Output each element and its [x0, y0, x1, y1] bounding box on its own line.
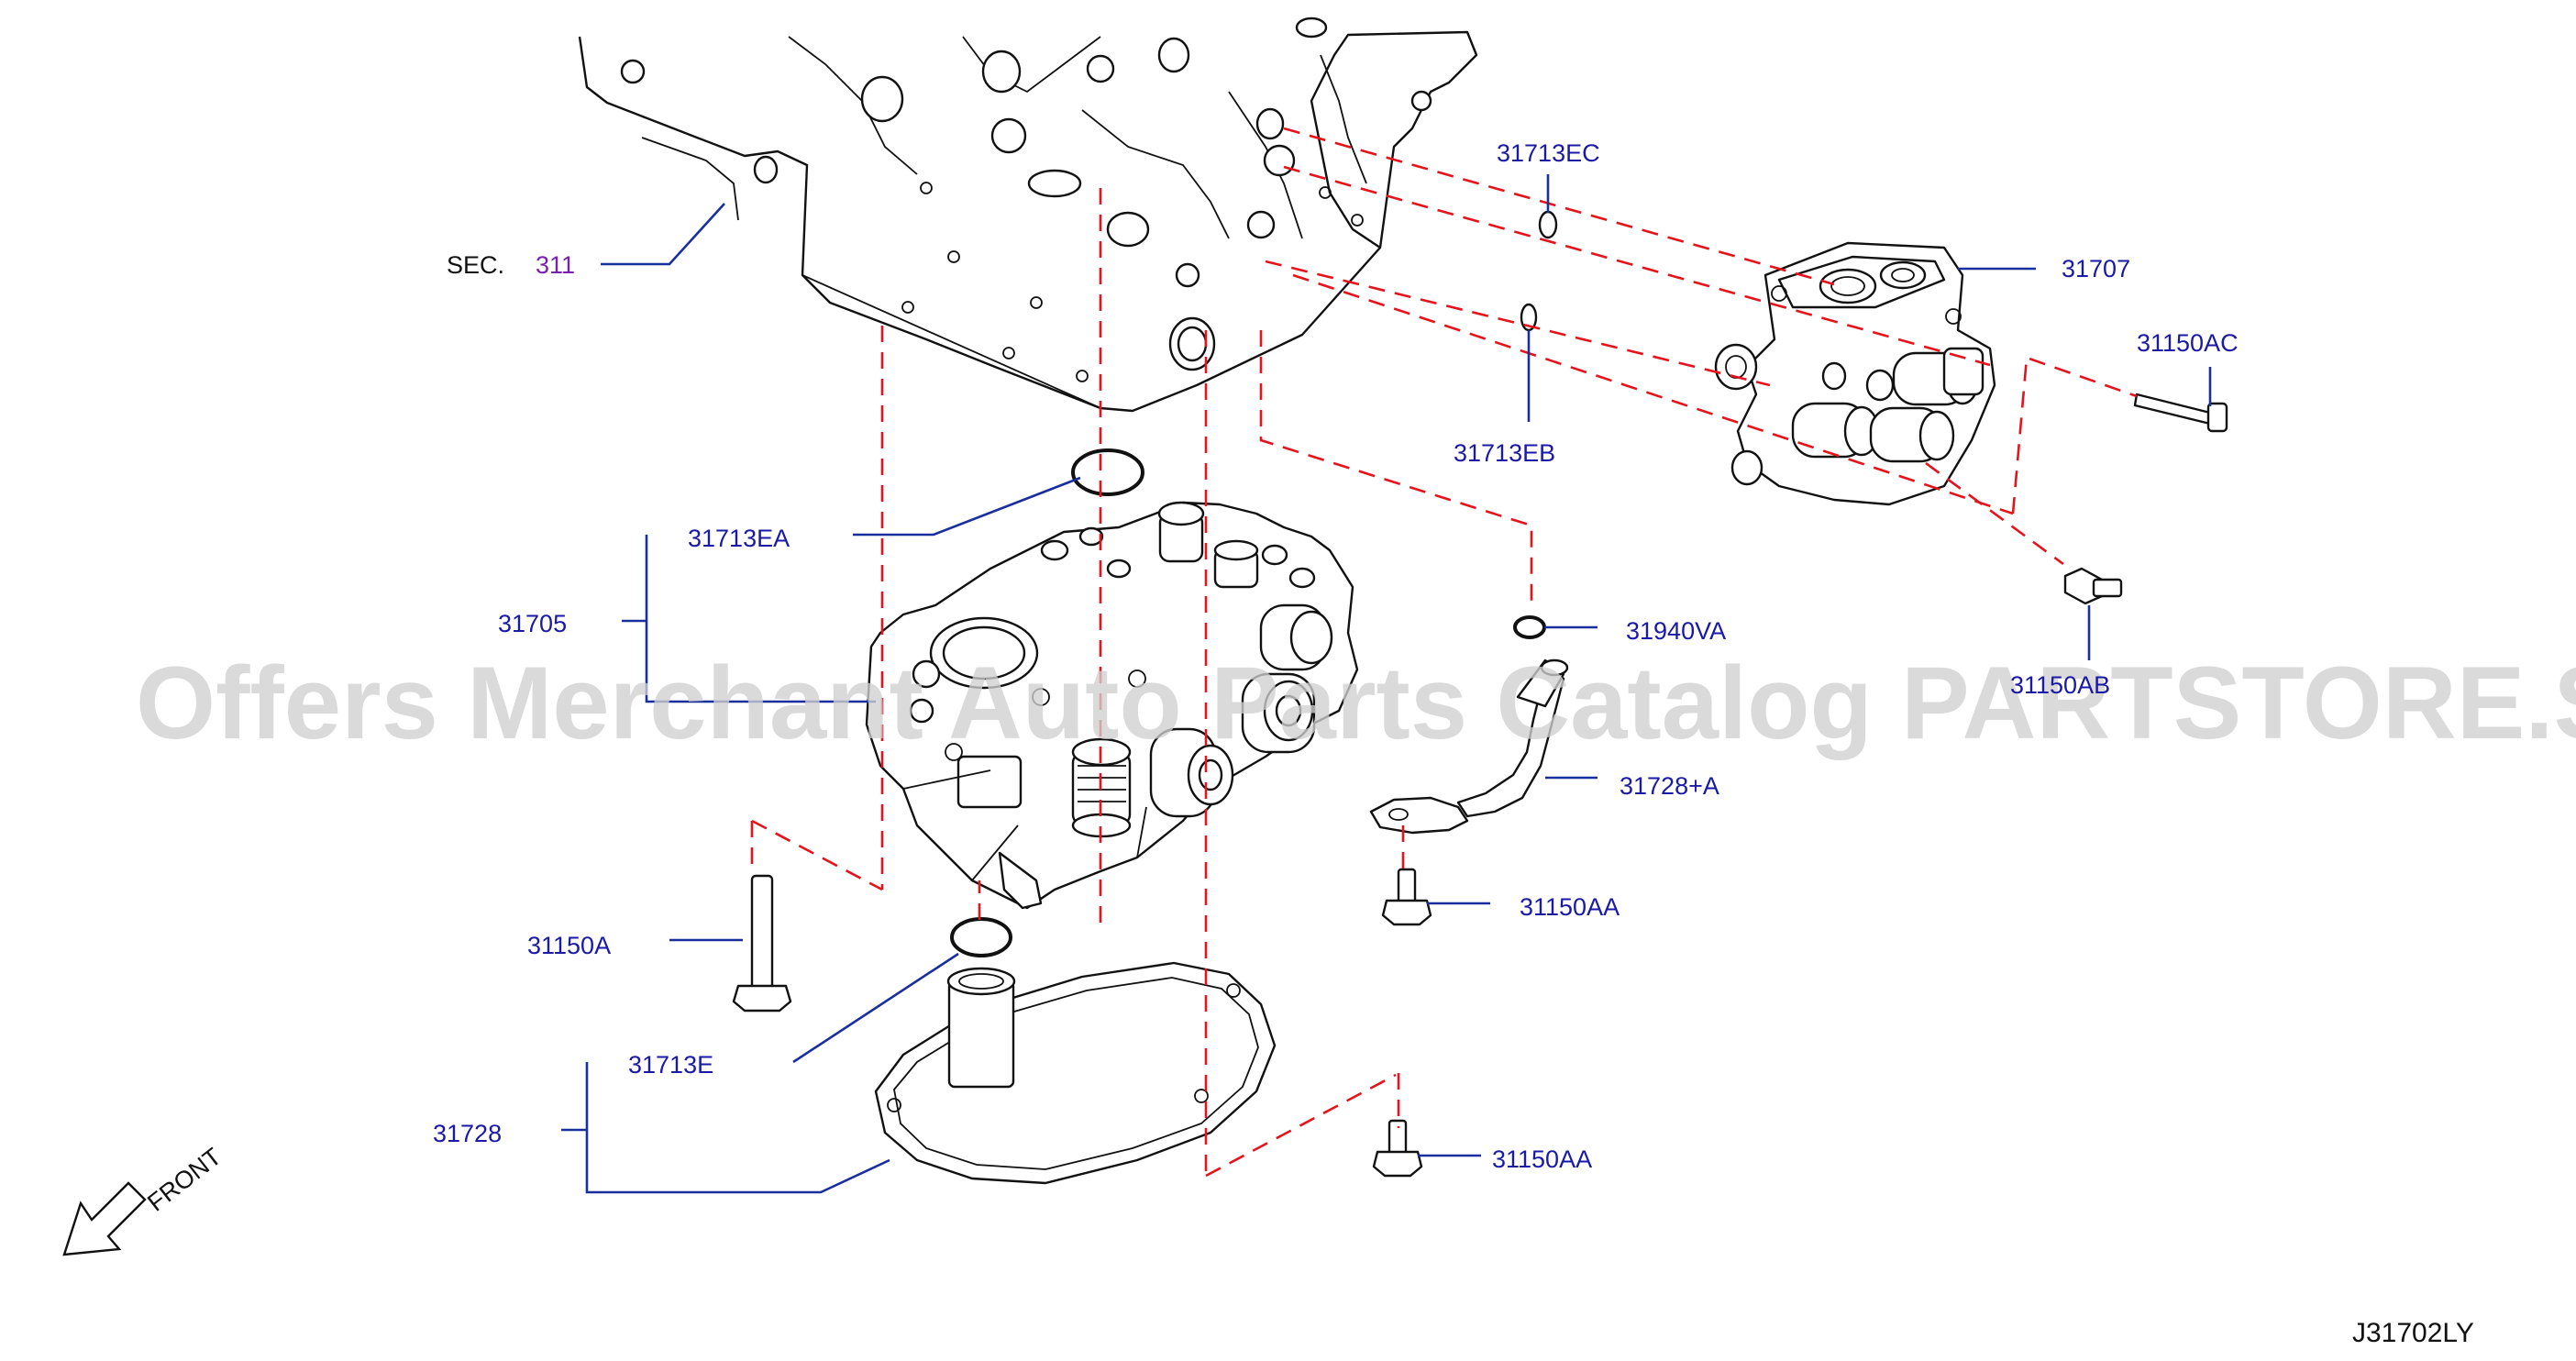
section-number-link[interactable]: 311: [536, 251, 575, 279]
front-arrow-icon: [62, 1181, 147, 1256]
seals-and-bolts: [732, 210, 2228, 1178]
bolt-31150b: [2063, 567, 2123, 605]
callout-31150a[interactable]: 31150A: [527, 932, 611, 959]
callout-31707[interactable]: 31707: [2062, 255, 2130, 282]
diagram-reference-code: J31702LY: [2352, 1318, 2474, 1348]
callout-31713ea[interactable]: 31713EA: [688, 525, 790, 552]
watermark-text: Offers Merchant Auto Parts Catalog PARTS…: [136, 646, 2576, 760]
callout-31150aa-lower[interactable]: 31150AA: [1492, 1145, 1592, 1173]
oil-strainer-illustration: [874, 961, 1277, 1185]
oil-pipe-illustration: [1369, 658, 1569, 835]
solenoid-block-illustration: [1714, 241, 1996, 506]
callout-31728[interactable]: 31728: [433, 1120, 502, 1147]
callout-31940va[interactable]: 31940VA: [1626, 617, 1726, 645]
valve-body-illustration: [865, 501, 1359, 910]
callout-31705[interactable]: 31705: [498, 610, 567, 637]
section-prefix-label: SEC.: [447, 251, 504, 279]
bolt-31150aa-lower: [1372, 1119, 1423, 1178]
callout-31150aa-upper[interactable]: 31150AA: [1520, 893, 1620, 921]
callout-31728a[interactable]: 31728+A: [1620, 772, 1719, 800]
callout-31150b[interactable]: 31150AB: [2010, 671, 2110, 699]
bolt-31150a: [732, 874, 792, 1012]
bolt-31150aa-upper: [1381, 868, 1432, 926]
leader-lines: [561, 174, 2212, 1194]
callout-31713eb[interactable]: 31713EB: [1454, 439, 1555, 467]
callout-31713e[interactable]: 31713E: [628, 1051, 713, 1079]
o-ring-31940va: [1513, 615, 1546, 639]
callout-31713ec[interactable]: 31713EC: [1497, 139, 1600, 167]
o-ring-31713ec: [1538, 210, 1558, 239]
o-ring-31713ea: [1071, 448, 1144, 496]
bolt-31150ac: [2133, 393, 2228, 433]
callout-31150ac[interactable]: 31150AC: [2137, 329, 2239, 357]
front-label: FRONT: [142, 1143, 227, 1217]
transmission-case-illustration: [578, 17, 1478, 413]
o-ring-31713e: [950, 917, 1012, 957]
alignment-dashed-lines: [750, 127, 2138, 1178]
